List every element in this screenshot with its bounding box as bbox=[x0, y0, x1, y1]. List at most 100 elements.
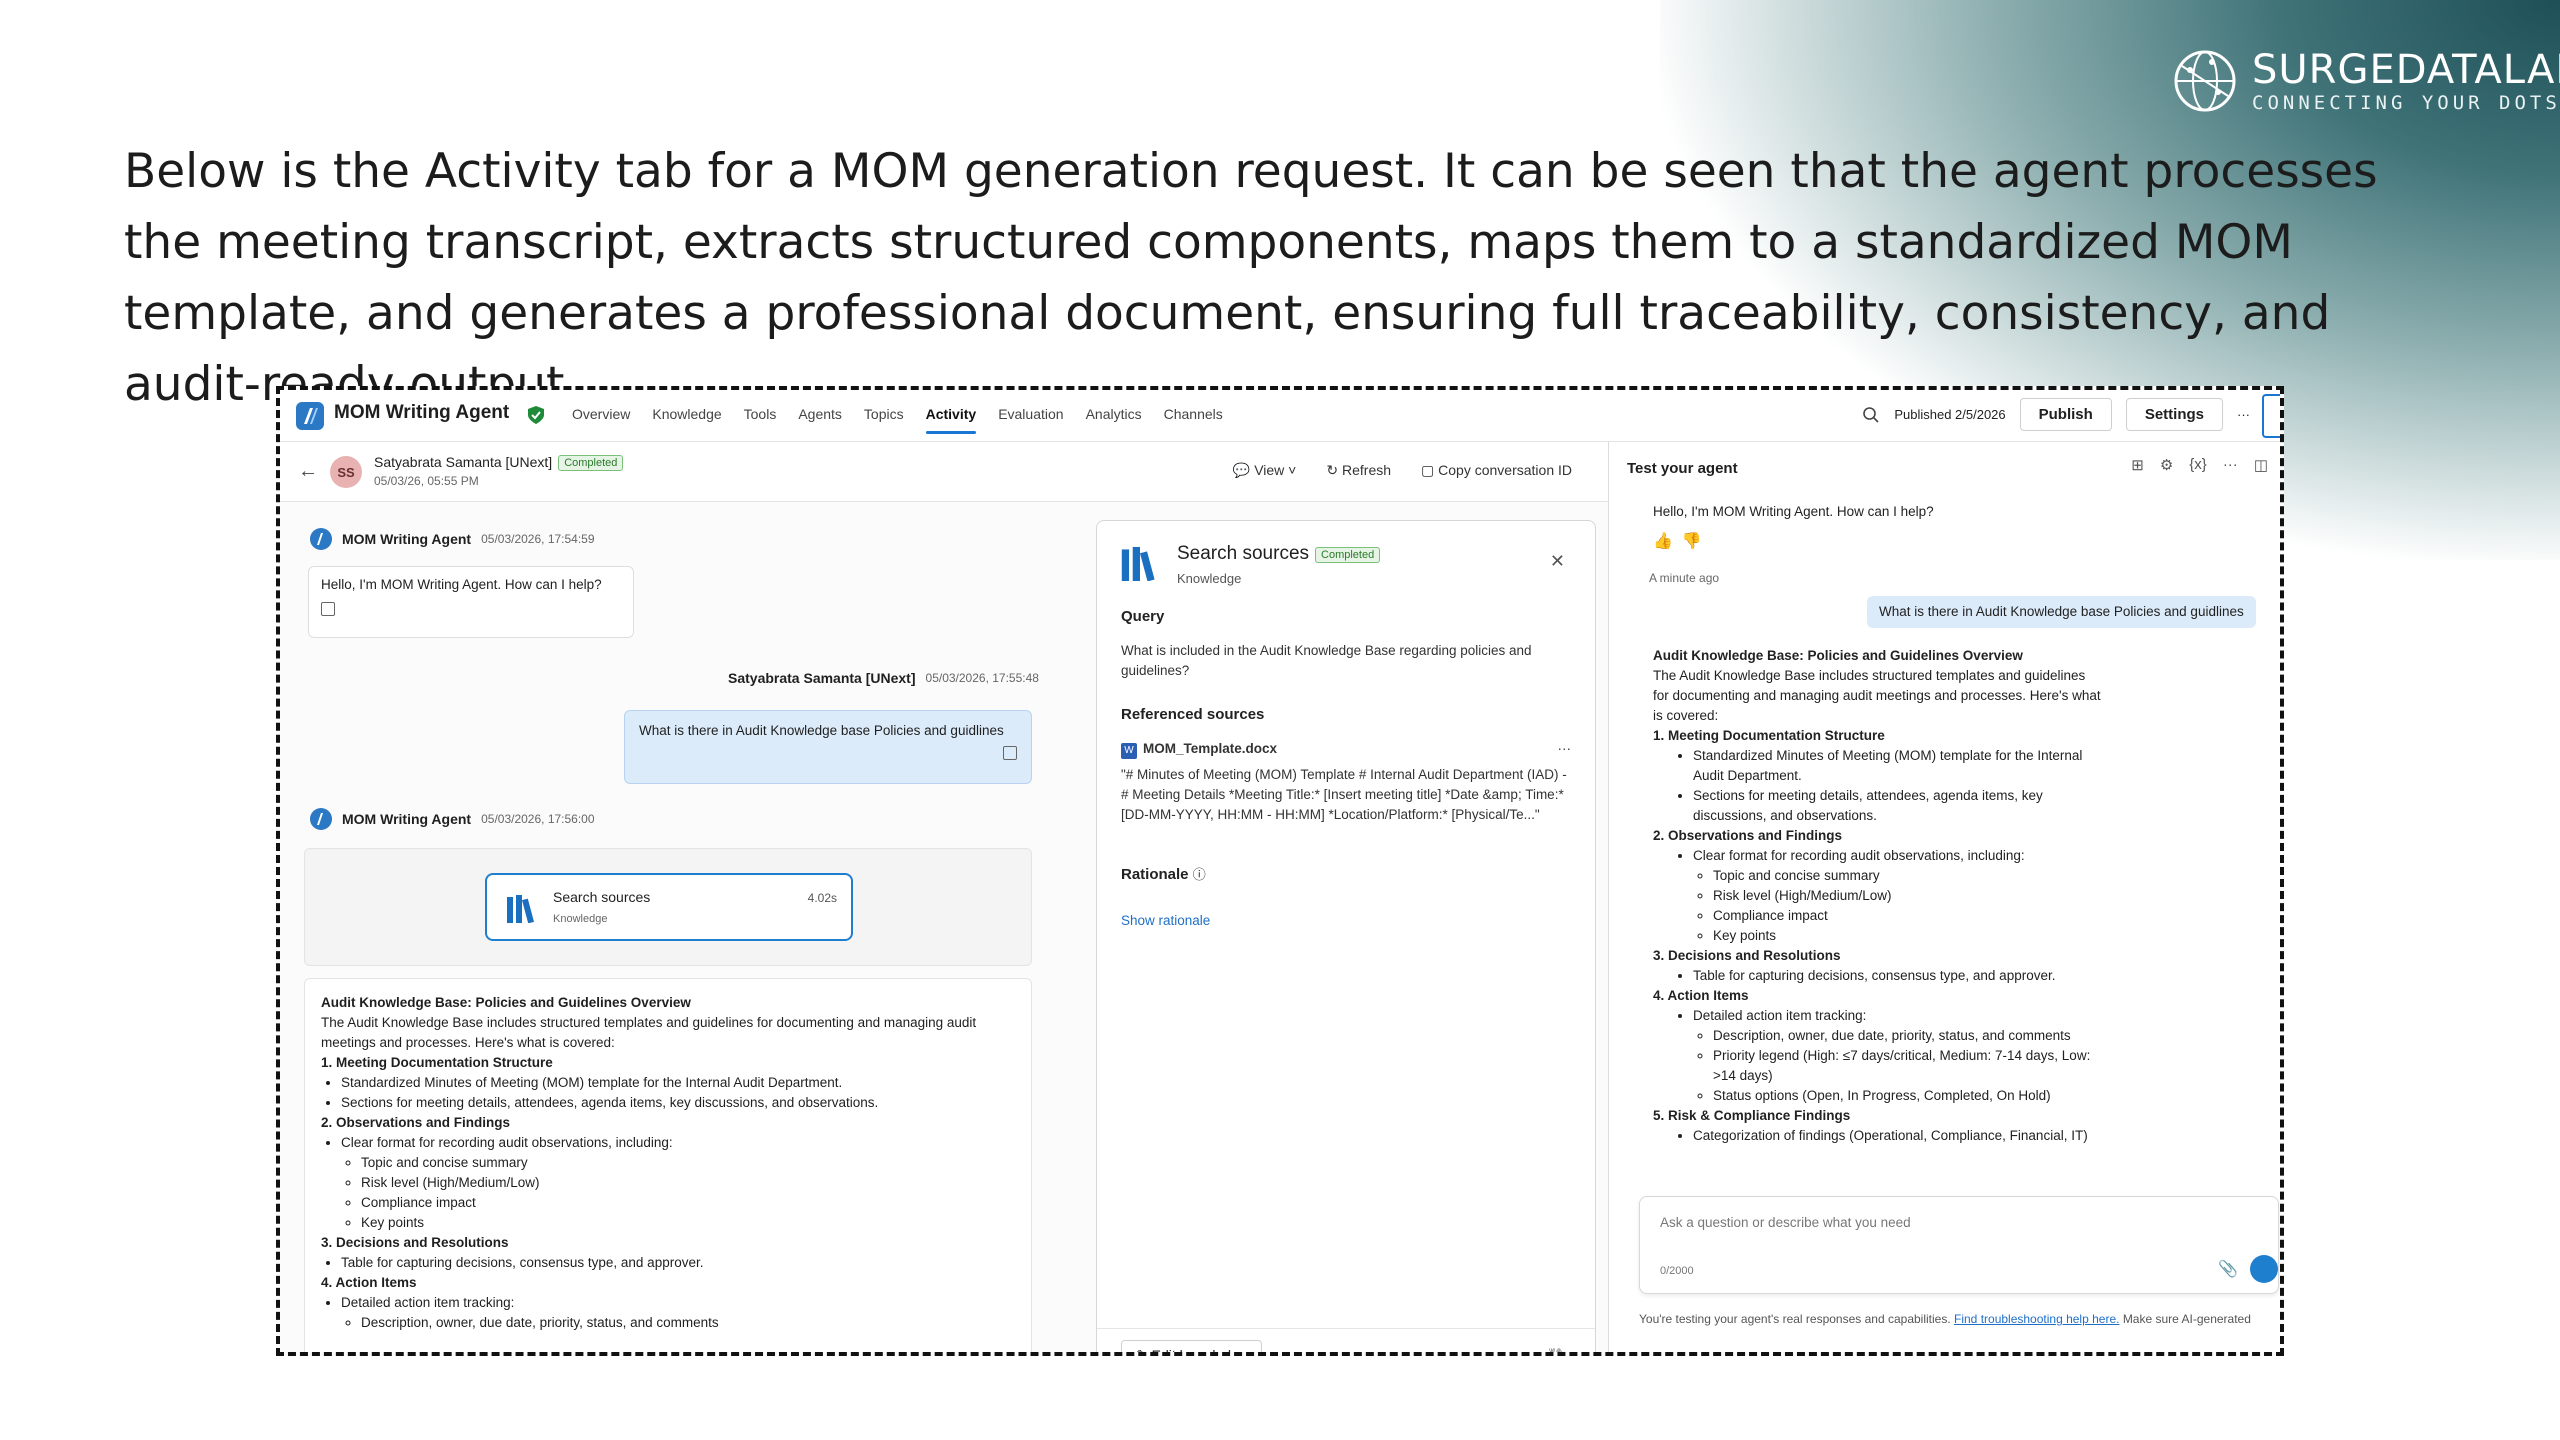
agent-name: MOM Writing Agent bbox=[342, 531, 472, 547]
list-item: Compliance impact bbox=[361, 1193, 1015, 1213]
panel-title: Search sources Completed bbox=[1177, 543, 1381, 565]
footer-text: You're testing your agent's real respons… bbox=[1639, 1312, 1951, 1326]
refresh-icon: ↻ bbox=[1326, 462, 1342, 478]
feedback-row: 👍 👎 bbox=[1653, 532, 2273, 552]
activity-card-area: Search sources Knowledge 4.02s bbox=[304, 848, 1032, 966]
tab-channels[interactable]: Channels bbox=[1163, 406, 1223, 422]
send-icon[interactable] bbox=[2250, 1255, 2278, 1283]
list-item: Standardized Minutes of Meeting (MOM) te… bbox=[341, 1073, 1015, 1093]
screenshot-frame: MOM Writing Agent Overview Knowledge Too… bbox=[276, 386, 2284, 1356]
footer-text-2: Make sure AI-generated bbox=[2122, 1312, 2251, 1326]
refresh-label: Refresh bbox=[1342, 462, 1392, 478]
brand-name: SURGEDATALAB bbox=[2252, 47, 2560, 93]
search-sources-panel: Search sources Completed Knowledge ✕ Quer… bbox=[1096, 520, 1596, 1356]
tab-activity[interactable]: Activity bbox=[925, 406, 976, 434]
paperclip-icon[interactable]: 📎 bbox=[2218, 1261, 2238, 1278]
copy-icon[interactable] bbox=[1003, 746, 1017, 760]
more-options-icon[interactable]: ··· bbox=[2222, 456, 2238, 473]
edit-label: Edit knowledge bbox=[1151, 1347, 1247, 1356]
copy-id-button[interactable]: ▢ Copy conversation ID bbox=[1421, 462, 1572, 479]
list-item: Sections for meeting details, attendees,… bbox=[1693, 786, 2103, 826]
greeting-message: Hello, I'm MOM Writing Agent. How can I … bbox=[1653, 504, 1934, 519]
session-bar: ← SS Satyabrata Samanta [UNext]Completed… bbox=[280, 442, 1608, 502]
agent-message-header: MOM Writing Agent 05/03/2026, 17:54:59 bbox=[310, 528, 595, 550]
list-item: Priority legend (High: ≤7 days/critical,… bbox=[1713, 1046, 2103, 1086]
brand-tagline: CONNECTING YOUR DOTS bbox=[2252, 92, 2560, 114]
message-time: 05/03/2026, 17:56:00 bbox=[481, 812, 595, 826]
thumbs-down-icon[interactable]: 👎 bbox=[1681, 533, 1702, 550]
message-time: 05/03/2026, 17:55:48 bbox=[925, 671, 1039, 685]
answer-intro: The Audit Knowledge Base includes struct… bbox=[1653, 668, 2101, 723]
user-message-header: Satyabrata Samanta [UNext] 05/03/2026, 1… bbox=[728, 670, 1039, 686]
list-item: Sections for meeting details, attendees,… bbox=[341, 1093, 1015, 1113]
query-label: Query bbox=[1121, 608, 1165, 625]
search-icon[interactable] bbox=[1862, 406, 1880, 424]
tab-agents[interactable]: Agents bbox=[798, 406, 842, 422]
list-item: Status options (Open, In Progress, Compl… bbox=[1713, 1086, 2103, 1106]
answer-title: Audit Knowledge Base: Policies and Guide… bbox=[321, 995, 691, 1010]
more-options-icon[interactable]: ··· bbox=[2237, 407, 2250, 422]
tab-evaluation[interactable]: Evaluation bbox=[998, 406, 1064, 422]
status-badge: Completed bbox=[1315, 547, 1381, 563]
chat-input[interactable]: Ask a question or describe what you need… bbox=[1639, 1196, 2279, 1294]
link-icon[interactable]: ⛓ bbox=[1546, 1347, 1565, 1352]
agent-name: MOM Writing Agent bbox=[334, 402, 510, 423]
top-bar-actions: Published 2/5/2026 Publish Settings ··· bbox=[1862, 398, 2250, 431]
card-duration: 4.02s bbox=[807, 891, 837, 905]
rationale-label: Rationale bbox=[1121, 866, 1189, 883]
list-item: Key points bbox=[1713, 926, 2103, 946]
panel-title-text: Search sources bbox=[1177, 543, 1310, 564]
edit-knowledge-button[interactable]: ✎ Edit knowledge bbox=[1121, 1340, 1262, 1356]
tab-analytics[interactable]: Analytics bbox=[1085, 406, 1142, 422]
variables-icon[interactable]: {x} bbox=[2189, 456, 2207, 473]
view-button[interactable]: 💬 View ˅ bbox=[1232, 462, 1297, 478]
settings-gear-icon[interactable]: ⚙ bbox=[2159, 457, 2174, 474]
list-item: Table for capturing decisions, consensus… bbox=[341, 1253, 1015, 1273]
test-toggle-button[interactable] bbox=[2262, 394, 2280, 438]
answer-intro: The Audit Knowledge Base includes struct… bbox=[321, 1015, 977, 1050]
tab-overview[interactable]: Overview bbox=[572, 406, 631, 422]
panel-subtitle: Knowledge bbox=[1177, 571, 1242, 586]
new-chat-icon[interactable]: ⊞ bbox=[2131, 457, 2144, 474]
verified-shield-icon bbox=[528, 406, 544, 424]
publish-button[interactable]: Publish bbox=[2019, 398, 2112, 431]
agent-greeting-bubble: Hello, I'm MOM Writing Agent. How can I … bbox=[308, 566, 634, 638]
tab-tools[interactable]: Tools bbox=[743, 406, 777, 422]
list-item: Risk level (High/Medium/Low) bbox=[361, 1173, 1015, 1193]
settings-button[interactable]: Settings bbox=[2125, 398, 2223, 431]
more-options-icon[interactable]: ··· bbox=[1557, 741, 1572, 756]
refresh-button[interactable]: ↻ Refresh bbox=[1326, 462, 1391, 479]
rationale-section: Rationale ⓘ Show rationale bbox=[1121, 865, 1571, 931]
panel-toggle-icon[interactable]: ◫ bbox=[2253, 457, 2268, 474]
close-icon[interactable]: ✕ bbox=[1549, 551, 1565, 571]
tab-topics[interactable]: Topics bbox=[863, 406, 904, 422]
back-arrow-icon[interactable]: ← bbox=[298, 460, 318, 482]
agent-logo-icon bbox=[296, 402, 324, 430]
brand-logo: SURGEDATALAB CONNECTING YOUR DOTS bbox=[2172, 48, 2560, 114]
rationale-heading: Rationale ⓘ bbox=[1121, 865, 1571, 885]
session-user-name: Satyabrata Samanta [UNext] bbox=[374, 454, 553, 470]
test-pane-footer: You're testing your agent's real respons… bbox=[1639, 1312, 2279, 1326]
list-item: Detailed action item tracking: bbox=[341, 1293, 1015, 1313]
source-snippet: "# Minutes of Meeting (MOM) Template # I… bbox=[1121, 767, 1567, 822]
word-doc-icon: W bbox=[1121, 743, 1137, 759]
search-sources-card[interactable]: Search sources Knowledge 4.02s bbox=[485, 873, 853, 941]
list-item: Topic and concise summary bbox=[1713, 866, 2103, 886]
user-message-bubble: What is there in Audit Knowledge base Po… bbox=[624, 710, 1032, 784]
message-time: 05/03/2026, 17:54:59 bbox=[481, 532, 595, 546]
card-title: Search sources bbox=[553, 889, 651, 905]
list-item: Topic and concise summary bbox=[361, 1153, 1015, 1173]
avatar: SS bbox=[330, 456, 362, 488]
books-icon bbox=[1121, 547, 1155, 581]
show-rationale-link[interactable]: Show rationale bbox=[1121, 913, 1211, 928]
list-item: Key points bbox=[361, 1213, 1015, 1233]
info-icon[interactable]: ⓘ bbox=[1192, 867, 1206, 882]
answer-title: Audit Knowledge Base: Policies and Guide… bbox=[1653, 648, 2023, 663]
thumbs-up-icon[interactable]: 👍 bbox=[1653, 533, 1673, 550]
tab-knowledge[interactable]: Knowledge bbox=[652, 406, 722, 422]
copy-icon[interactable] bbox=[321, 602, 335, 616]
session-date: 05/03/26, 05:55 PM bbox=[374, 474, 479, 488]
troubleshooting-link[interactable]: Find troubleshooting help here. bbox=[1954, 1312, 2120, 1326]
